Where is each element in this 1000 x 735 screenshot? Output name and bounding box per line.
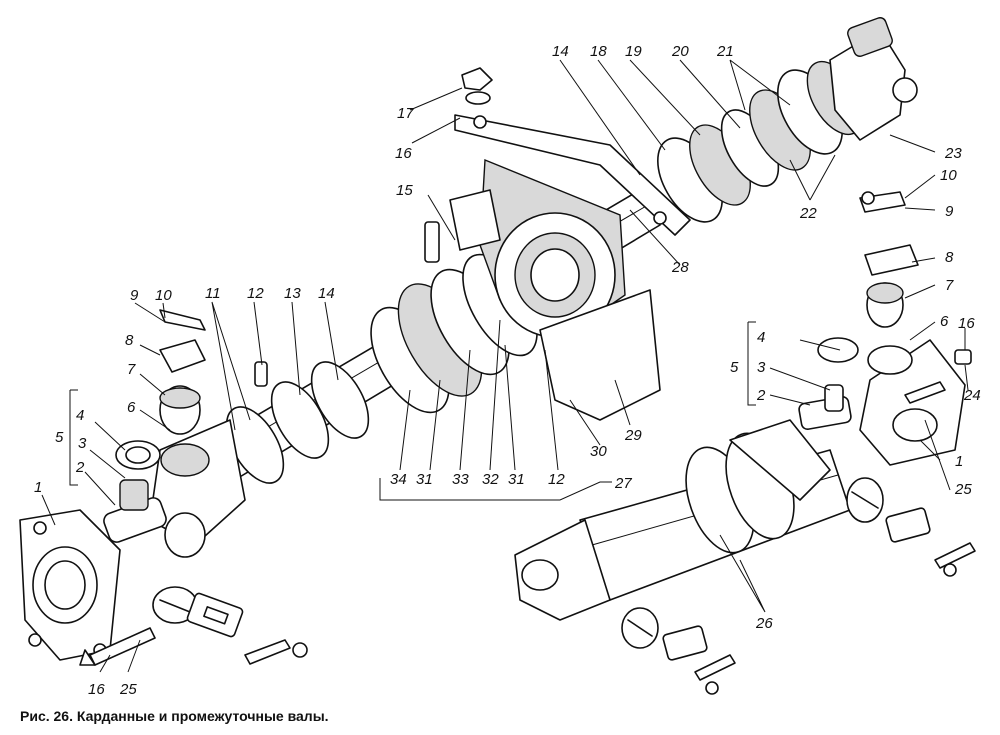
yoke-front (829, 17, 918, 141)
main-shaft (19, 17, 918, 666)
label-24: 24 (963, 387, 981, 404)
label-28: 28 (671, 259, 689, 276)
label-4-left: 4 (76, 407, 84, 424)
part-number-labels: 1 2 3 4 5 6 7 8 9 10 11 12 13 14 15 16 1… (34, 43, 981, 698)
label-6-right: 6 (940, 313, 949, 330)
label-13: 13 (284, 285, 301, 302)
label-17: 17 (397, 105, 414, 122)
label-21: 21 (716, 43, 734, 60)
label-7-left: 7 (127, 361, 136, 378)
label-7-right: 7 (945, 277, 954, 294)
label-3-right: 3 (757, 359, 766, 376)
label-31-left: 31 (416, 471, 433, 488)
label-25-right: 25 (954, 481, 972, 498)
label-9-left: 9 (130, 287, 139, 304)
label-23: 23 (944, 145, 962, 162)
label-16-right: 16 (958, 315, 975, 332)
bearing-rings (225, 253, 538, 484)
label-5-left: 5 (55, 429, 64, 446)
leader-lines (41, 59, 969, 673)
figure-caption: Рис. 26. Карданные и промежуточные валы. (20, 708, 329, 724)
label-1-left: 1 (34, 479, 42, 496)
yoke-right (798, 191, 972, 466)
label-31-right: 31 (508, 471, 525, 488)
label-25-bottom: 25 (119, 681, 137, 698)
label-5-right: 5 (730, 359, 739, 376)
label-27: 27 (614, 475, 632, 492)
label-12-lower: 12 (548, 471, 565, 488)
label-6-left: 6 (127, 399, 136, 416)
label-10-right: 10 (940, 167, 957, 184)
label-26: 26 (755, 615, 773, 632)
label-1-right: 1 (955, 453, 963, 470)
label-30: 30 (590, 443, 607, 460)
label-10-left: 10 (155, 287, 172, 304)
label-11: 11 (205, 285, 221, 302)
label-8-right: 8 (945, 249, 954, 266)
support-bracket (424, 67, 691, 421)
spline-rings (657, 60, 864, 223)
label-8-left: 8 (125, 332, 134, 349)
label-4-right: 4 (757, 329, 765, 346)
label-2-right: 2 (756, 387, 766, 404)
label-12-upper: 12 (247, 285, 264, 302)
label-29: 29 (624, 427, 642, 444)
label-20: 20 (671, 43, 689, 60)
label-32: 32 (482, 471, 499, 488)
label-14-top: 14 (552, 43, 569, 60)
label-3-left: 3 (78, 435, 87, 452)
label-19: 19 (625, 43, 642, 60)
exploded-shaft-diagram: 1 2 3 4 5 6 7 8 9 10 11 12 13 14 15 16 1… (19, 17, 981, 698)
label-14-left: 14 (318, 285, 335, 302)
label-22: 22 (799, 205, 817, 222)
label-18: 18 (590, 43, 607, 60)
label-16-bottom: 16 (88, 681, 105, 698)
label-2-left: 2 (75, 459, 85, 476)
label-9-right: 9 (945, 203, 954, 220)
label-15: 15 (396, 182, 413, 199)
label-34: 34 (390, 471, 407, 488)
label-33: 33 (452, 471, 469, 488)
intermediate-shaft (514, 419, 976, 695)
label-16-upper: 16 (395, 145, 412, 162)
